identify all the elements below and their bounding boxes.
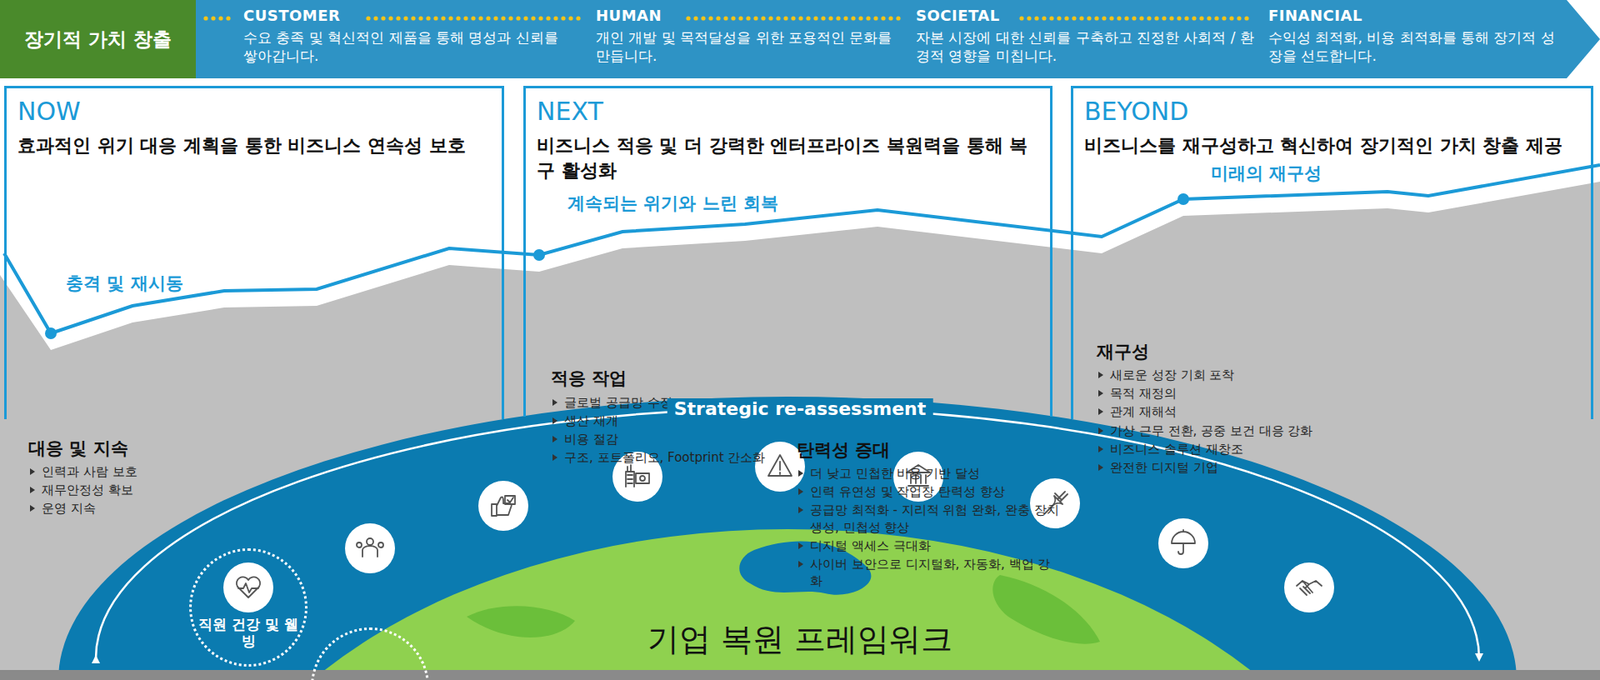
node-text: 비즈니스 적응 및 더 강력한 엔터프라이즈 복원력을 통해 복구 활성화 bbox=[536, 133, 1040, 183]
bullet-item: 비용 절감 bbox=[550, 430, 793, 448]
bullet-item: 운영 지속 bbox=[28, 500, 295, 517]
node-text: 재구성 bbox=[1096, 340, 1464, 364]
recovery-line bbox=[4, 165, 1600, 334]
node-text: NEXT bbox=[536, 96, 1040, 127]
bullet-item: 비즈니스 솔루션 재창조 bbox=[1096, 440, 1464, 458]
node-text: 자본 시장에 대한 신뢰를 구축하고 진정한 사회적 / 환경적 영향을 미칩니… bbox=[915, 28, 1258, 66]
bullet-item: 관계 재해석 bbox=[1096, 403, 1464, 420]
action-block: 탄력성 증대더 낮고 민첩한 비용 기반 달성인력 유연성 및 작업장 탄력성 … bbox=[796, 439, 1062, 590]
node-text: 수요 충족 및 혁신적인 제품을 통해 명성과 신뢰를 쌓아갑니다. bbox=[243, 28, 573, 66]
bullet-item: 사이버 보안으로 디지털화, 자동화, 백업 강화 bbox=[796, 555, 1062, 590]
globe-land bbox=[466, 605, 575, 638]
line-dot bbox=[533, 249, 545, 261]
node-text: 개인 개발 및 목적달성을 위한 포용적인 문화를 만듭니다. bbox=[595, 28, 905, 66]
node-text: 수익성 최적화, 비용 최적화를 통해 장기적 성장을 선도합니다. bbox=[1268, 28, 1556, 66]
line-dot bbox=[1177, 193, 1190, 205]
framework-circle: 재능과 인력 bbox=[310, 627, 430, 680]
node-text: CUSTOMER bbox=[243, 6, 573, 25]
phase-panel: NOW효과적인 위기 대응 계획을 통한 비즈니스 연속성 보호대응 및 지속인… bbox=[4, 85, 505, 420]
node-text: NOW bbox=[17, 96, 491, 127]
bullet-item: 인력과 사람 보호 bbox=[28, 463, 295, 480]
node-text: 비즈니스를 재구성하고 혁신하여 장기적인 가치 창출 제공 bbox=[1084, 133, 1580, 159]
bullet-item: 가상 근무 전환, 공중 보건 대응 강화 bbox=[1096, 422, 1464, 440]
node-text: 대응 및 지속 bbox=[28, 437, 295, 460]
bullet-item: 완전한 디지털 기업 bbox=[1096, 459, 1464, 476]
framework-dome: Strategic re-assessment 기업 복원 프레임워크 직원 건강 … bbox=[0, 391, 1600, 680]
line-dot bbox=[45, 327, 57, 340]
bottom-bar bbox=[0, 670, 1600, 680]
line-label: 미래의 재구성 bbox=[1208, 161, 1325, 185]
node-text: 탄력성 증대 bbox=[796, 439, 1062, 462]
bullet-item: 공급망 최적화 - 지리적 위험 완화, 완충 장치 생성, 민첩성 향상 bbox=[796, 501, 1062, 536]
bullet-item: 더 낮고 민첩한 비용 기반 달성 bbox=[796, 465, 1062, 482]
node-text: 장기적 가치 창출 bbox=[24, 26, 172, 53]
node-text: 효과적인 위기 대응 계획을 통한 비즈니스 연속성 보호 bbox=[17, 133, 491, 159]
node-text: BEYOND bbox=[1084, 96, 1580, 127]
bullet-item: 새로운 성장 기회 포착 bbox=[1096, 366, 1464, 384]
banner-band bbox=[195, 0, 1600, 79]
title-box: 장기적 가치 창출 bbox=[0, 0, 196, 79]
value-segment: SOCIETAL 자본 시장에 대한 신뢰를 구축하고 진정한 사회적 / 환경적… bbox=[915, 6, 1258, 65]
node-text: HUMAN bbox=[595, 6, 905, 25]
value-segment: HUMAN 개인 개발 및 목적달성을 위한 포용적인 문화를 만듭니다. bbox=[595, 6, 905, 65]
bullet-item: 구조, 포트폴리오, Footprint 간소화 bbox=[550, 449, 793, 466]
node-text: 기업 복원 프레임워크 bbox=[647, 618, 953, 661]
value-segment: CUSTOMER 수요 충족 및 혁신적인 제품을 통해 명성과 신뢰를 쌓아갑니… bbox=[243, 6, 573, 65]
action-block: 대응 및 지속인력과 사람 보호재무안정성 확보운영 지속 bbox=[28, 437, 295, 518]
banner-dots bbox=[203, 15, 1249, 20]
phase-panel: NEXT 비즈니스 적응 및 더 강력한 엔터프라이즈 복원력을 통해 복구 활성… bbox=[523, 85, 1053, 417]
node-text: SOCIETAL bbox=[915, 6, 1258, 25]
action-block: 재구성새로운 성장 기회 포착목적 재정의관계 재해석가상 근무 전환, 공중 … bbox=[1096, 340, 1464, 477]
line-label: 계속되는 위기와 느린 회복 bbox=[565, 191, 781, 215]
phase-panel: BEYOND 비즈니스를 재구성하고 혁신하여 장기적인 가치 창출 제공재구성새… bbox=[1070, 85, 1594, 420]
bullet-item: 재무안정성 확보 bbox=[28, 481, 295, 499]
framework-circle: 직원 건강 및 웰빙 bbox=[189, 548, 308, 667]
node-text: 적응 작업 bbox=[550, 367, 793, 390]
bullet-item: 인력 유연성 및 작업장 탄력성 향상 bbox=[796, 483, 1062, 500]
node-text: 직원 건강 및 웰빙 bbox=[191, 615, 305, 650]
line-label: 충격 및 재시동 bbox=[63, 271, 186, 295]
bullet-item: 디지털 액세스 극대화 bbox=[796, 537, 1062, 555]
node-text: FINANCIAL bbox=[1268, 6, 1556, 25]
bullet-item: 목적 재정의 bbox=[1096, 385, 1464, 402]
globe-land bbox=[992, 575, 1100, 645]
value-segment: FINANCIAL 수익성 최적화, 비용 최적화를 통해 장기적 성장을 선도합… bbox=[1268, 6, 1556, 65]
node-text: Strategic re-assessment bbox=[667, 398, 934, 420]
